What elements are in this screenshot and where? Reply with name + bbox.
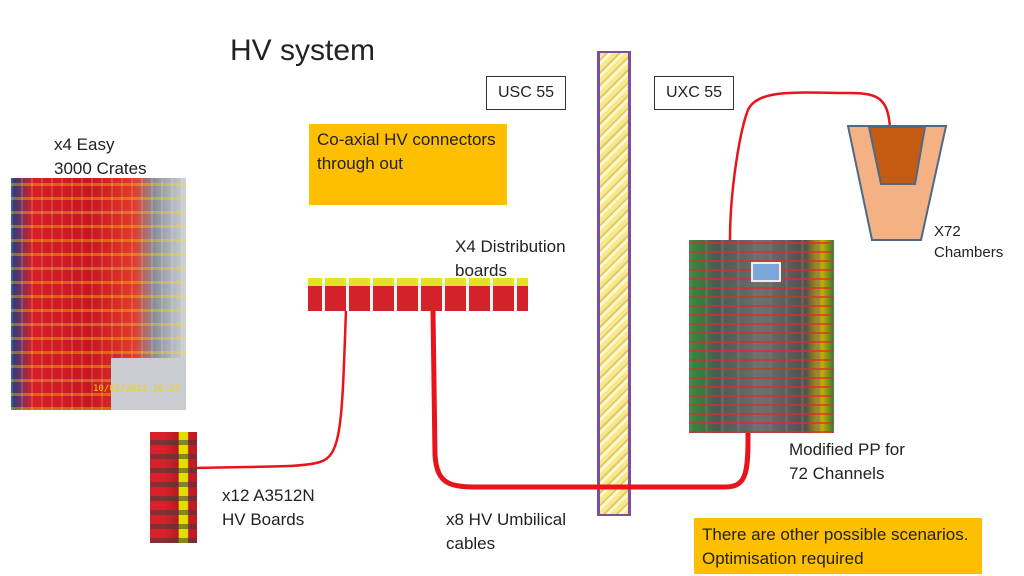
cable-pp-to-chambers [728,91,892,241]
usc55-label: USC 55 [497,84,555,101]
chamber-icon [846,125,948,241]
shielding-wall [597,51,631,516]
crates-label-line1: x4 Easy [54,135,115,154]
crates-label-line2: 3000 Crates [54,159,147,178]
cable-hvboards-to-distribution [196,309,348,470]
scenarios-note: There are other possible scenarios. Opti… [694,518,982,574]
chambers-label-line2: Chambers [934,244,1004,261]
hvboards-label-line2: HV Boards [222,510,305,529]
hv-board-photo [150,432,197,543]
umbilical-label: x8 HV Umbilical cables [446,508,566,556]
distribution-label-line2: boards [455,261,507,280]
hvboards-label-line1: x12 A3512N [222,486,315,505]
uxc55-box: UXC 55 [654,76,734,110]
crate-photo: 10/05/2012 10:23 [11,178,186,410]
crates-floor [111,358,186,410]
chambers-label: X72 Chambers [934,221,1003,263]
pp-label-line1: Modified PP for [789,440,905,459]
patch-panel-photo [689,240,834,433]
cable-umbilical [430,310,751,490]
pp-label: Modified PP for 72 Channels [789,438,905,486]
hvboards-label: x12 A3512N HV Boards [222,484,315,532]
usc55-box: USC 55 [486,76,566,110]
crates-label: x4 Easy 3000 Crates [54,133,147,181]
uxc55-label: UXC 55 [665,84,723,101]
crates-date-stamp: 10/05/2012 10:23 [93,384,180,394]
coaxial-note: Co-axial HV connectors through out [309,124,507,205]
pp-label-line2: 72 Channels [789,464,885,483]
distribution-label: X4 Distribution boards [455,235,566,283]
umbilical-label-line2: cables [446,534,496,553]
umbilical-label-line1: x8 HV Umbilical [446,510,566,529]
distribution-board-photo [308,278,528,311]
page-title: HV system [230,34,376,67]
chambers-label-line1: X72 [934,223,961,240]
patch-panel-screen [751,262,781,282]
distribution-label-line1: X4 Distribution [455,237,566,256]
